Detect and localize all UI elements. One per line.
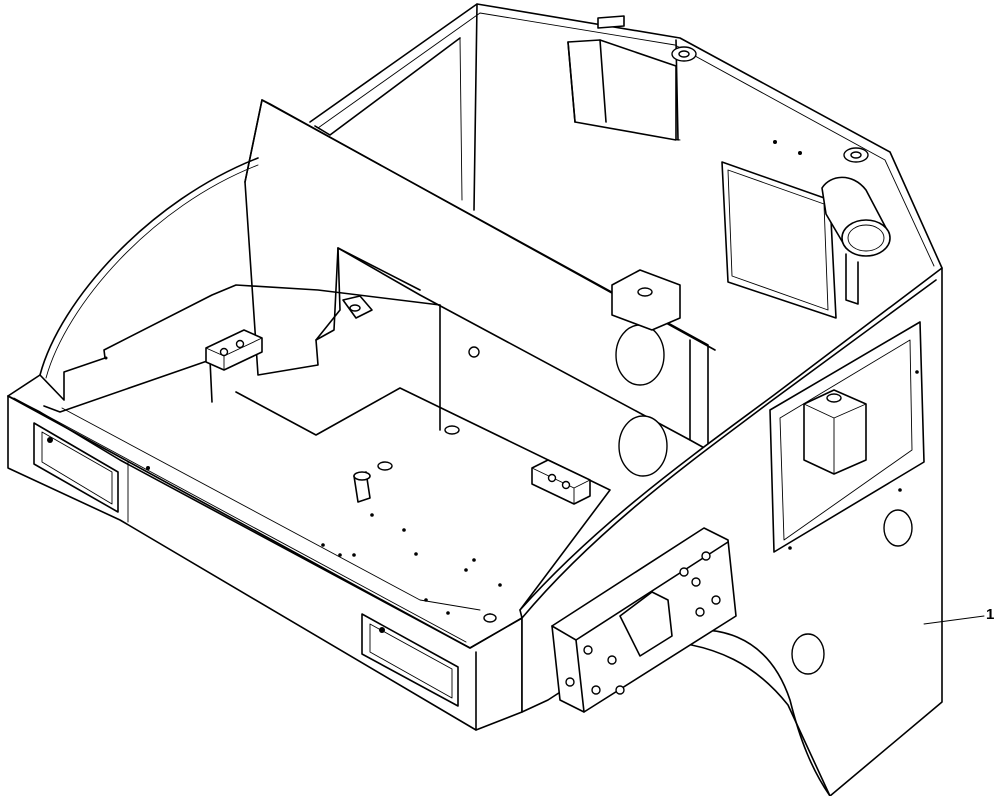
- floor-plate: [39, 284, 611, 623]
- exhaust-pipe: [821, 176, 891, 305]
- callout-label-1: 1: [986, 606, 995, 623]
- rear-window: [721, 140, 837, 319]
- front-lower-box: [7, 395, 523, 731]
- lift-eye-holes: [671, 46, 869, 163]
- right-side-panel: [519, 267, 943, 796]
- partition-panel: [244, 99, 716, 477]
- rear-box: [567, 39, 677, 141]
- left-side-wall: [7, 157, 259, 397]
- callout-leader-1: [923, 615, 985, 625]
- mounting-plate: [551, 527, 737, 713]
